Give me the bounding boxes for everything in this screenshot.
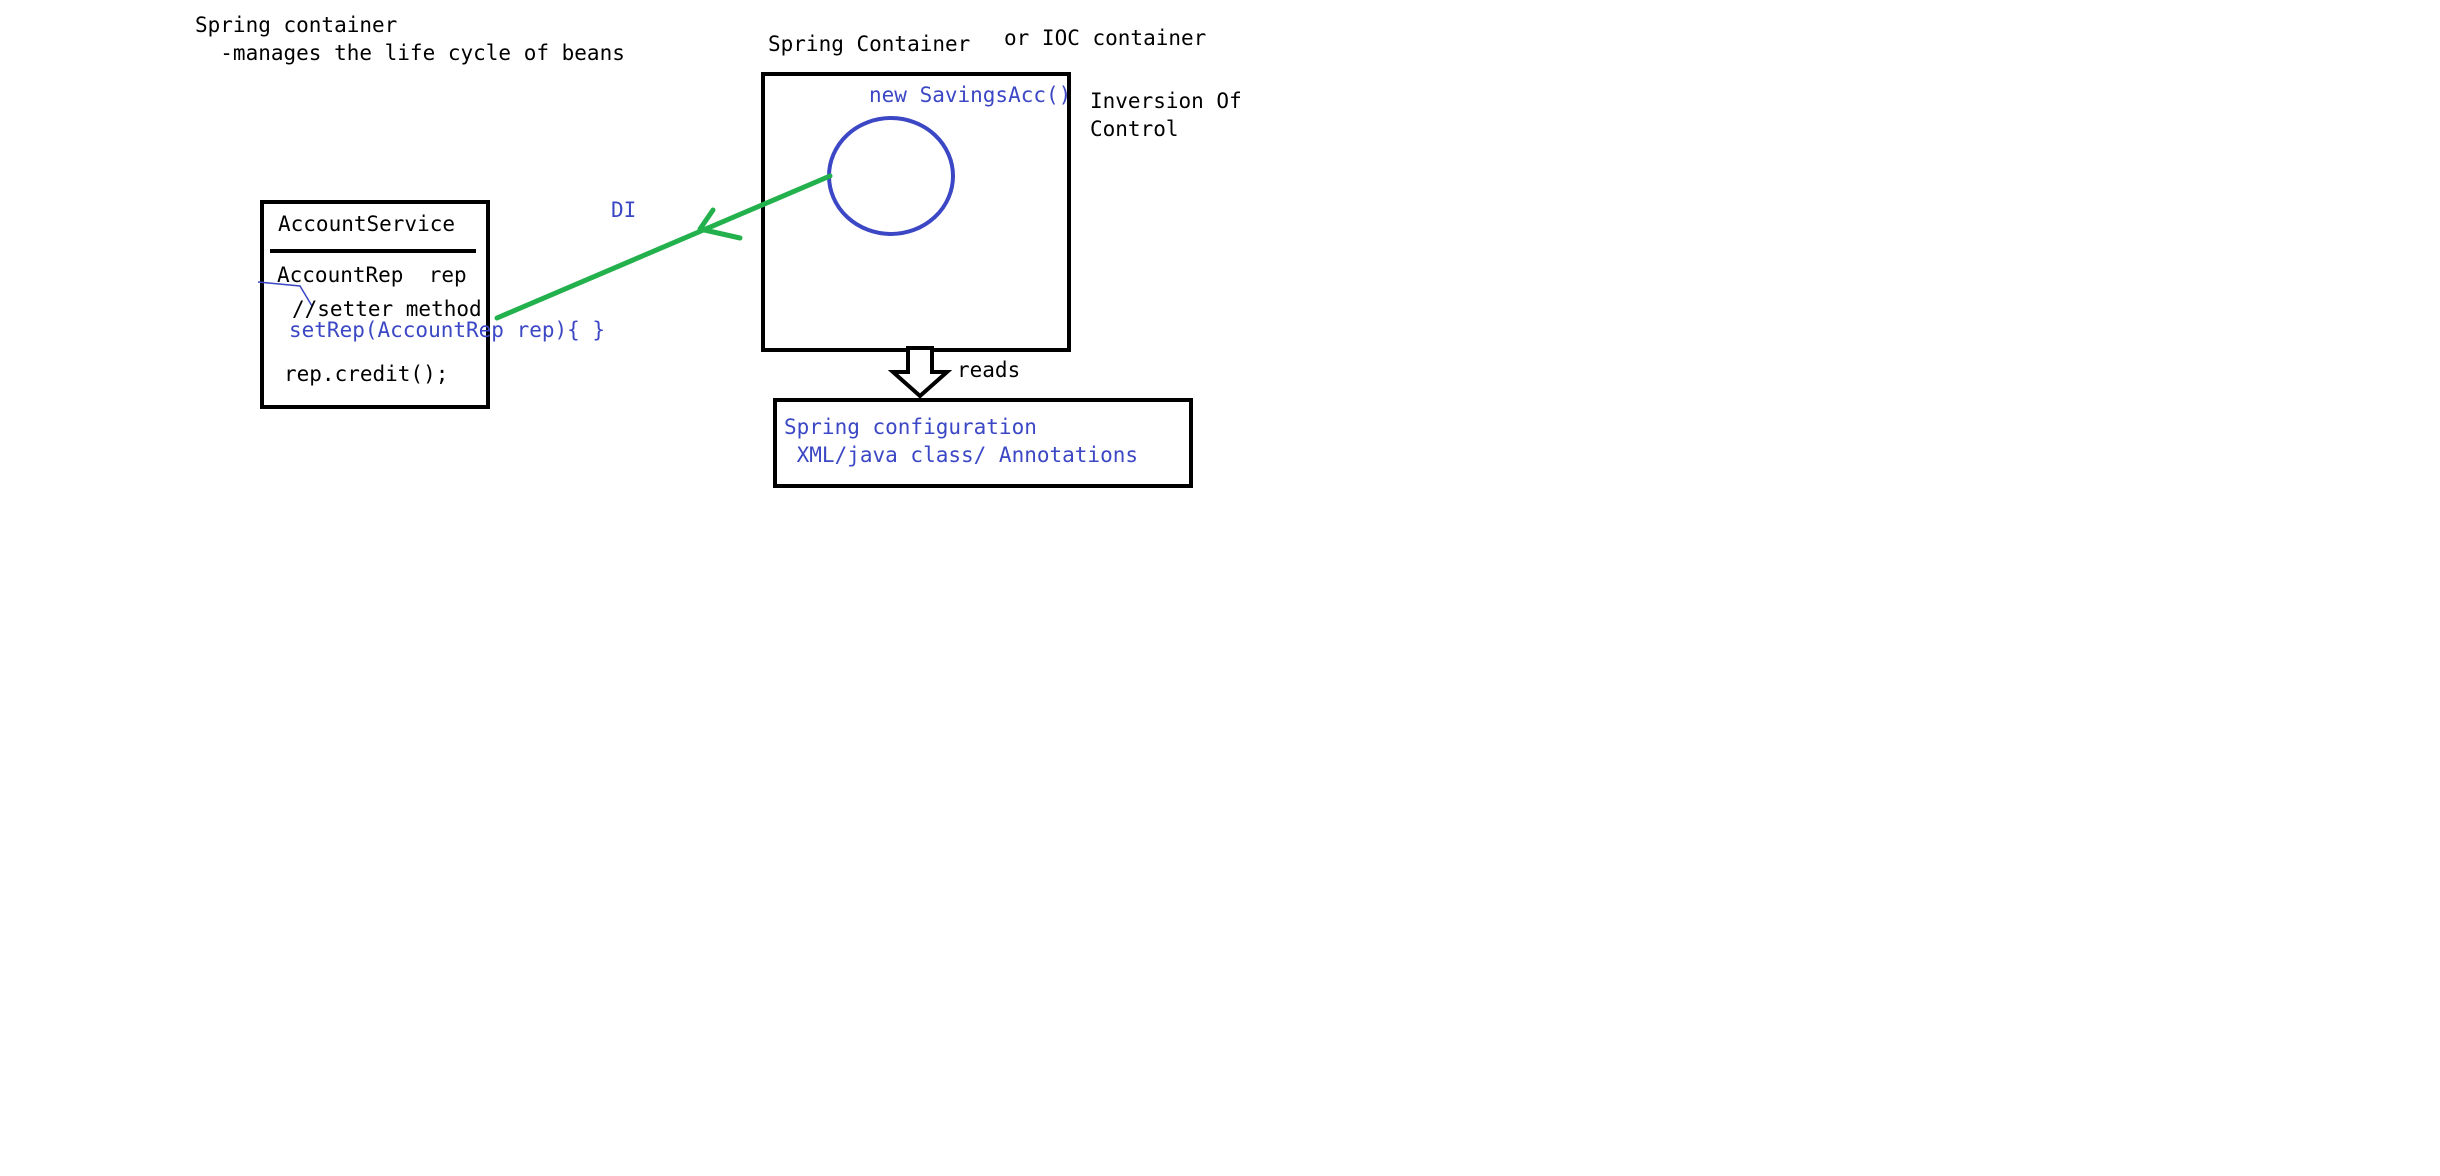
di-arrowhead: [697, 207, 743, 241]
account-service-comment: //setter method: [292, 297, 482, 321]
reads-arrow: [887, 346, 953, 399]
field-pointer-stroke: [257, 281, 313, 307]
reads-label: reads: [957, 358, 1021, 382]
spring-container-title: Spring Container: [768, 32, 971, 56]
notes-line-1: Spring container: [195, 13, 398, 37]
di-label: DI: [611, 198, 637, 222]
ioc-container-title: or IOC container: [1004, 26, 1207, 50]
spring-configuration-line-1: Spring configuration: [784, 415, 1037, 439]
account-service-box: [260, 200, 490, 409]
ioc-label-line-2: Control: [1090, 117, 1179, 141]
spring-configuration-line-2: XML/java class/ Annotations: [784, 443, 1139, 467]
spring-configuration-box: [773, 398, 1193, 488]
notes-line-2: -manages the life cycle of beans: [195, 41, 625, 65]
account-service-setter: setRep(AccountRep rep){ }: [289, 318, 606, 342]
account-service-call: rep.credit();: [284, 362, 449, 386]
ioc-label-line-1: Inversion Of: [1090, 89, 1242, 113]
di-arrow-line: [494, 173, 833, 321]
account-service-title: AccountService: [278, 212, 456, 236]
bean-label: new SavingsAcc(): [869, 83, 1072, 107]
account-service-field: AccountRep rep: [277, 263, 467, 287]
bean-ellipse: [827, 116, 955, 236]
spring-container-box: [761, 72, 1071, 352]
